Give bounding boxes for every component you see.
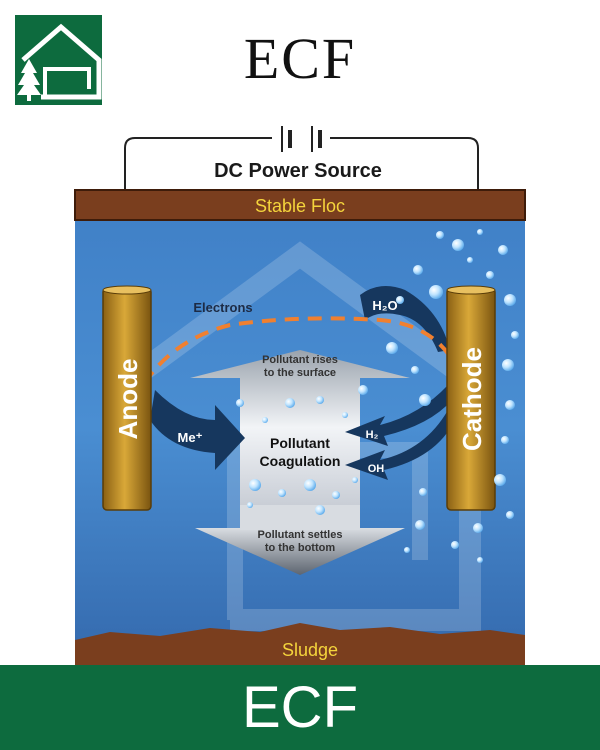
sludge-label: Sludge	[282, 640, 338, 660]
h2-label: H₂	[366, 429, 379, 441]
power-circuit	[124, 126, 479, 292]
page-title: ECF	[243, 26, 357, 91]
me-ion-label: Me⁺	[178, 430, 203, 445]
stable-floc-band	[74, 189, 526, 221]
electron-flow-arrow	[138, 316, 462, 392]
ecf-diagram: DC Power Source Stable Floc Sludge Pollu…	[0, 120, 600, 665]
cathode-electrode: Cathode	[446, 285, 496, 511]
oh-label: OH	[368, 463, 385, 475]
logo	[15, 15, 102, 105]
footer-title: ECF	[242, 675, 358, 740]
stable-floc-label: Stable Floc	[255, 196, 345, 216]
oh-arrow	[345, 410, 455, 480]
rise-label-1: Pollutant rises	[262, 354, 338, 366]
cathode-label: Cathode	[457, 347, 487, 451]
anode-label: Anode	[113, 359, 143, 440]
metal-ion-arrow	[150, 390, 245, 470]
anode-electrode: Anode	[102, 285, 152, 511]
settle-label-1: Pollutant settles	[258, 529, 343, 541]
coagulation-label-2: Coagulation	[260, 453, 341, 469]
gas-bubbles	[236, 229, 519, 563]
footer-bar: ECF	[0, 665, 600, 750]
rise-label-2: to the surface	[264, 367, 336, 379]
settle-arrow	[195, 528, 405, 575]
electrons-label: Electrons	[193, 300, 252, 315]
h2-arrow	[345, 385, 452, 446]
sludge-band	[75, 623, 525, 665]
settle-label-2: to the bottom	[265, 542, 335, 554]
power-source-label: DC Power Source	[214, 160, 382, 182]
coagulation-label-1: Pollutant	[270, 435, 330, 451]
h2o-arrow	[360, 286, 450, 352]
h2o-label: H₂O	[372, 298, 397, 313]
house-tree-logo-icon	[15, 15, 102, 105]
